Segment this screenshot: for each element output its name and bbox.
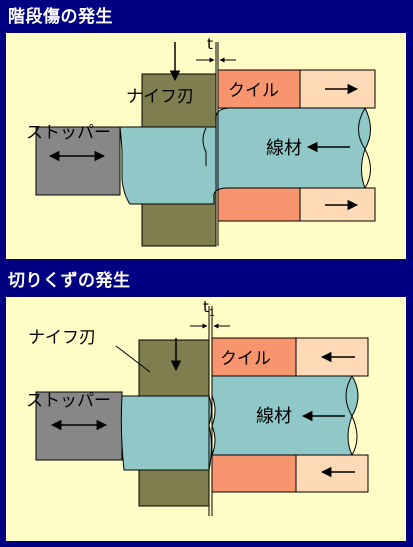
label-gap-t1-main: t	[203, 298, 209, 316]
diagram-step-scratch: t ナイフ刃 クイル ストッパー 線材	[26, 35, 376, 247]
diagram-chip-generation: t1 ナイフ刃 クイル ストッパー 線材	[26, 298, 369, 516]
label-coil-2: クイル	[220, 349, 271, 369]
panel-title-chip-generation: 切りくずの発生	[8, 271, 131, 291]
label-stopper-2: ストッパー	[26, 391, 111, 411]
knife-label-leader	[115, 345, 151, 373]
wire-left	[120, 395, 212, 471]
wire-end-curve-2	[345, 375, 358, 456]
label-gap-t1-sub: 1	[209, 308, 215, 319]
label-wire-2: 線材	[256, 406, 292, 427]
wire	[211, 375, 359, 456]
coil-light-block-bottom-2	[295, 454, 369, 493]
wire	[119, 107, 371, 205]
label-wire: 線材	[266, 138, 302, 159]
wire-end-curve	[358, 107, 371, 189]
coil-block-bottom-2	[211, 454, 297, 493]
label-knife-2: ナイフ刃	[28, 328, 96, 348]
label-gap-t: t	[207, 35, 213, 53]
label-stopper: ストッパー	[26, 123, 111, 143]
panel-title-step-scratch: 階段傷の発生	[8, 7, 113, 27]
label-coil: クイル	[228, 81, 279, 101]
coil-block-bottom	[217, 187, 301, 222]
coil-block-top-2	[211, 337, 297, 377]
step-scratch-ridge	[202, 127, 207, 166]
label-gap-t1: t1	[203, 298, 215, 319]
label-knife: ナイフ刃	[126, 87, 194, 107]
